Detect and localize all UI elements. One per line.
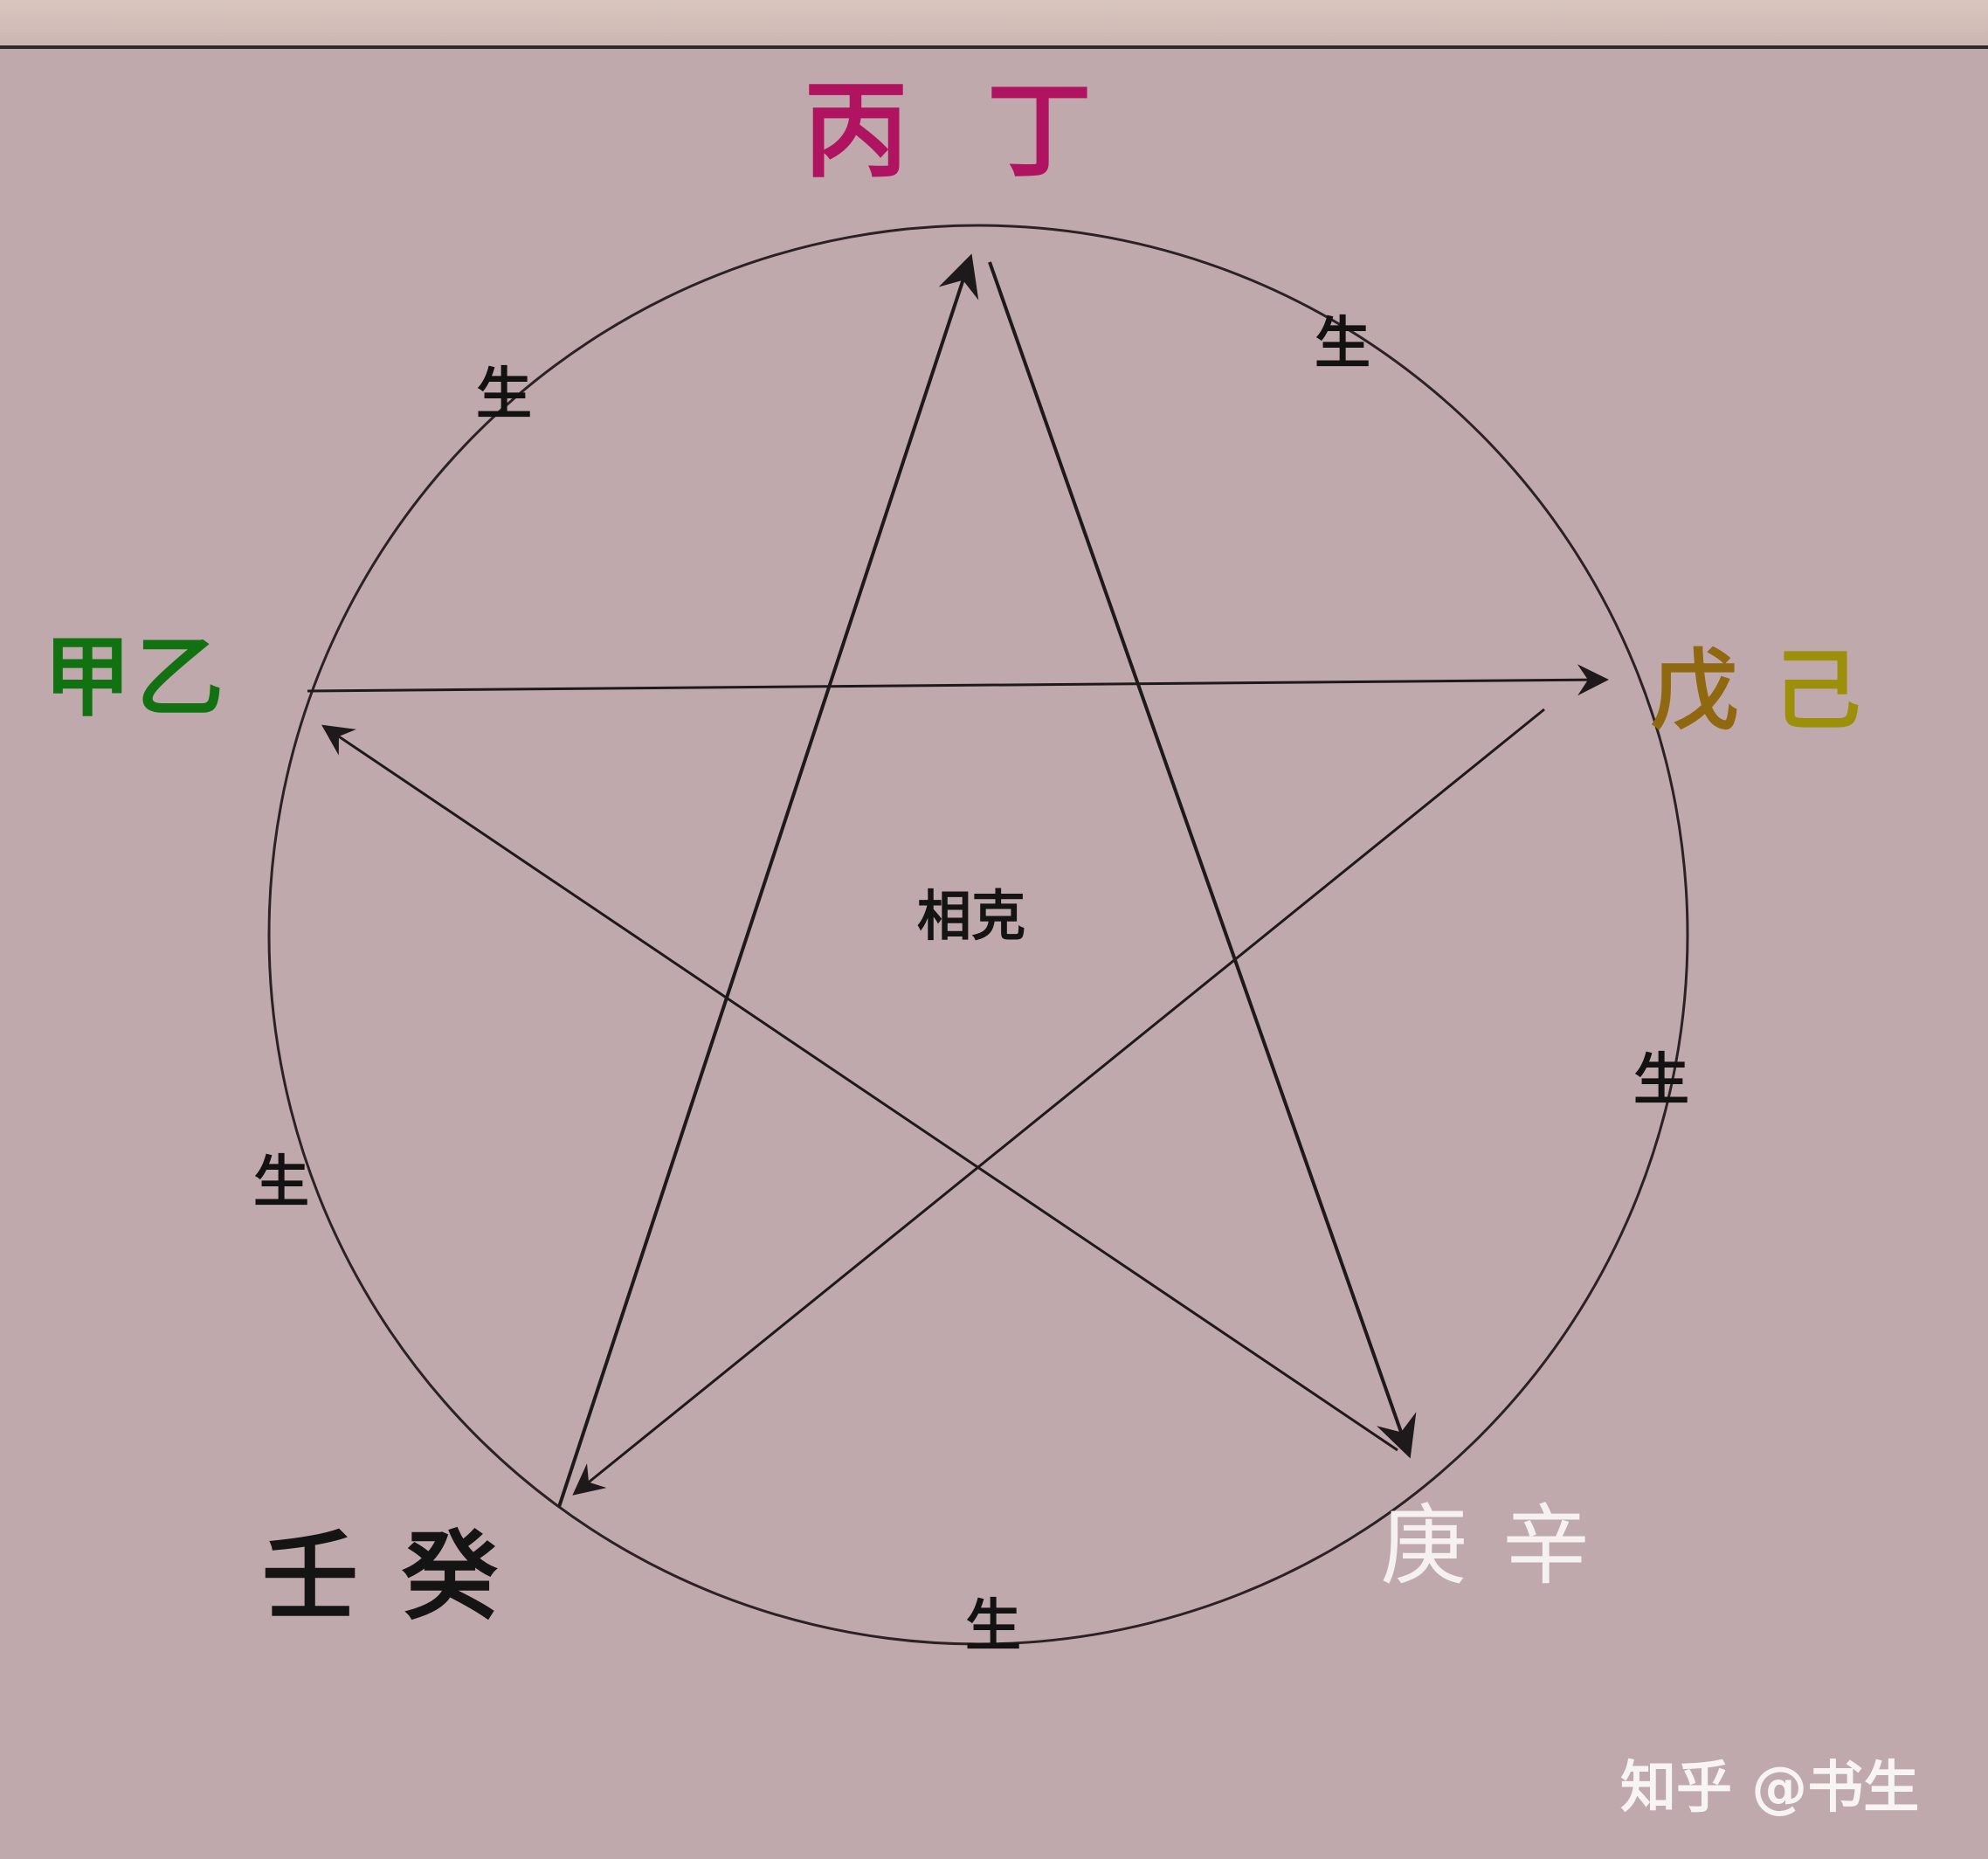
generating-label-upper-right: 生	[1315, 311, 1370, 377]
stem-yi: 乙	[136, 625, 229, 729]
generating-label-bottom: 生	[965, 1593, 1021, 1659]
watermark: 知乎 @书生	[1620, 1756, 1920, 1821]
stem-geng: 庚	[1380, 1495, 1502, 1597]
arrow-left-to-right	[307, 664, 1609, 696]
generating-label-upper-left: 生	[476, 362, 532, 427]
stem-bing: 丙	[804, 69, 987, 192]
arrow-top-to-bottom-right	[988, 261, 1417, 1459]
stem-ding: 丁	[987, 69, 1170, 192]
arrow-bottom-left-to-top	[557, 253, 979, 1508]
arrow-right-to-bottom-left	[572, 708, 1545, 1496]
arrow-bottom-right-to-left	[321, 724, 1398, 1452]
stem-label-left: 甲乙	[44, 633, 229, 721]
paper-top-edge	[0, 0, 1988, 49]
stem-ji: 己	[1773, 639, 1895, 742]
generating-cycle-circle	[267, 224, 1689, 1646]
stem-label-top: 丙丁	[804, 79, 1170, 183]
stem-jia: 甲	[44, 625, 136, 729]
stem-label-right: 戊己	[1651, 646, 1895, 734]
stem-gui: 癸	[402, 1520, 542, 1633]
stem-ren: 壬	[262, 1520, 402, 1633]
stem-wu: 戊	[1651, 639, 1773, 742]
generating-label-lower-right: 生	[1633, 1047, 1689, 1113]
controlling-cycle-label: 相克	[917, 884, 1026, 948]
stem-label-bottom-right: 庚辛	[1380, 1503, 1625, 1590]
stem-label-bottom-left: 壬癸	[262, 1529, 542, 1625]
stem-xin: 辛	[1502, 1495, 1625, 1597]
generating-label-lower-left: 生	[253, 1150, 309, 1215]
